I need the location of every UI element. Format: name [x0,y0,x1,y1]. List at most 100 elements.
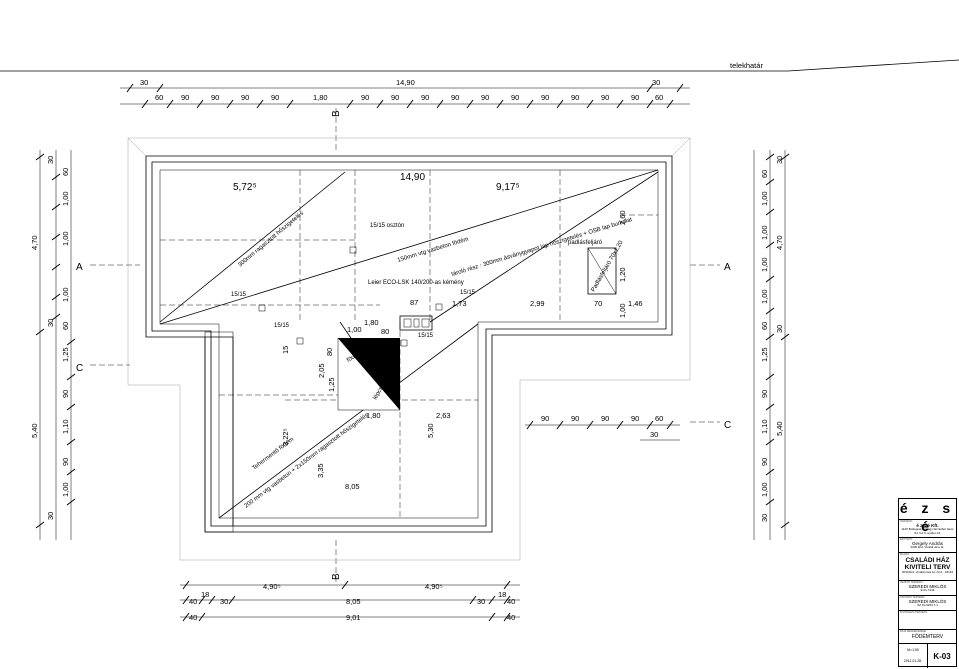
static-number: SZ 01-6233 T-1 [917,603,938,607]
section-c-left: C [76,363,83,374]
left-dim: 1,00 [61,287,70,302]
section-b-markers: B B [331,108,342,585]
step-dim: 90 [601,414,609,423]
width-middle: 14,90 [400,172,425,183]
right-dim: 1,00 [760,257,769,272]
dim-180b: 1,80 [366,411,381,420]
left-dimensions: 4,70 5,40 30 30 60 1,00 1,00 1,00 60 1,2… [30,150,76,540]
step-dim: 60 [655,414,663,423]
bottom-dim: 30 [477,597,485,606]
static-row: STATIKUS TERVEZŐ: SZEREDI MIKLÓS SZ 01-6… [899,595,956,610]
sheet-number: K-03 [933,652,951,661]
bottom-dim: 4,90⁵ [263,582,281,591]
plot-boundary: telekhatár [0,59,959,72]
dim-15-15: 15/15 [274,323,290,329]
drawing-name: FÖDÉMTERV [911,634,944,640]
dim-173: 1,73 [452,299,467,308]
project-row: MUNKA: CSALÁDI HÁZ KIVITELI TERV 2030 Ér… [899,552,956,580]
left-dim: 90 [61,390,70,398]
dim-80-vertical: 80 [325,348,334,356]
dim-530: 5,30 [426,423,435,438]
company-caption: TERVEZŐ: [900,520,913,523]
logo-row: é z s é [899,499,956,534]
top-dim: 60 [655,93,663,102]
right-dim: 90 [760,458,769,466]
bottom-dim: 18 [201,590,209,599]
dim-260: 2,60 [618,210,627,225]
right-dim: 1,10 [760,419,769,434]
top-dim: 90 [451,93,459,102]
right-dim: 1,00 [760,482,769,497]
drawing-row: RAJZ MEGNEVEZÉSE: FÖDÉMTERV [899,629,956,643]
step-dim: 90 [631,414,639,423]
project-title: CSALÁDI HÁZ KIVITELI TERV [904,557,951,571]
top-dim: 60 [155,93,163,102]
left-dim: 60 [61,322,70,330]
client-caption: ÉPÍTTETŐ: [900,538,913,541]
hatch-label: padlásfeljáró [568,240,603,246]
top-dim-total: 14,90 [396,78,415,87]
sheet-row: M=1:50 2011.01.28. K-03 [899,643,956,668]
dim-322: 3,22⁵ [281,428,290,446]
dim-299: 2,99 [530,299,545,308]
dim-15-15: 15/15 [460,290,476,296]
client-name: Gergely András [911,541,944,546]
dim-100b: 1,00 [618,303,627,318]
top-dim-30-right: 30 [652,78,660,87]
right-dim: 30 [775,156,784,164]
dim-15: 15 [281,346,290,354]
dim-15-15: 15/15 [231,292,247,298]
right-dim: 30 [760,514,769,522]
right-overall-2: 5,40 [775,421,784,436]
top-dim: 90 [271,93,279,102]
right-dim: 1,00 [760,225,769,240]
section-b-top: B [331,110,342,117]
company-row: TERVEZŐ: é z s é Kft. 1125 Budapest, Szi… [899,519,956,537]
left-dim: 1,00 [61,482,70,497]
right-dim: 1,25 [760,347,769,362]
step-dim: 30 [650,430,658,439]
top-dim: 90 [241,93,249,102]
client-address: 2030 Érd, Vivaldi utca 11. [910,545,945,549]
company-logo: é z s é [899,500,956,534]
attic-hatch [587,247,617,295]
right-dimensions: 4,70 5,40 30 60 1,00 1,00 1,00 1,00 60 3… [753,150,790,540]
top-dim: 90 [391,93,399,102]
dim-120: 1,20 [618,267,627,282]
dim-263: 2,63 [436,411,451,420]
right-dim: 90 [760,390,769,398]
chimney [399,303,443,331]
left-dim: 1,25 [61,347,70,362]
static-name: SZEREDI MIKLÓS [908,599,947,604]
top-dim: 90 [481,93,489,102]
bottom-dimensions: 4,90⁵ 4,90⁵ 18 40 30 8,05 30 18 40 40 9,… [180,580,520,622]
right-dim: 30 [775,325,784,333]
bottom-dim: 4,90⁵ [425,582,443,591]
designer-caption: VEZETŐ TERVEZŐ: [900,581,924,584]
static-caption: STATIKUS TERVEZŐ: [900,596,925,599]
right-dim: 60 [760,322,769,330]
dim-70: 70 [594,299,602,308]
top-dim: 90 [571,93,579,102]
left-dim: 30 [46,319,55,327]
vent-label: 15/15 osztón [370,223,404,229]
step-dim: 90 [571,414,579,423]
width-right: 9,17⁵ [496,182,520,193]
left-dim: 1,00 [61,191,70,206]
left-dim: 1,10 [61,419,70,434]
drawing-date: 2011.01.28. [903,659,923,663]
designer-row: VEZETŐ TERVEZŐ: SZEREDI MIKLÓS É 01-7144 [899,580,956,595]
interior-lines [160,170,658,518]
section-a-left: A [76,262,83,273]
dim-805: 8,05 [345,482,360,491]
company-name: é z s é Kft. [916,523,939,528]
client-row: ÉPÍTTETŐ: Gergely András 2030 Érd, Vival… [899,537,956,552]
step-dim: 90 [541,414,549,423]
stair-opening [337,337,401,411]
contractor-row: KIVITELEZŐ TERVEZŐ: [899,610,956,629]
left-dim: 1,00 [61,231,70,246]
bottom-dim: 8,05 [346,597,361,606]
left-overall-1: 4,70 [30,235,39,250]
project-caption: MUNKA: [900,553,910,556]
top-dim: 90 [541,93,549,102]
